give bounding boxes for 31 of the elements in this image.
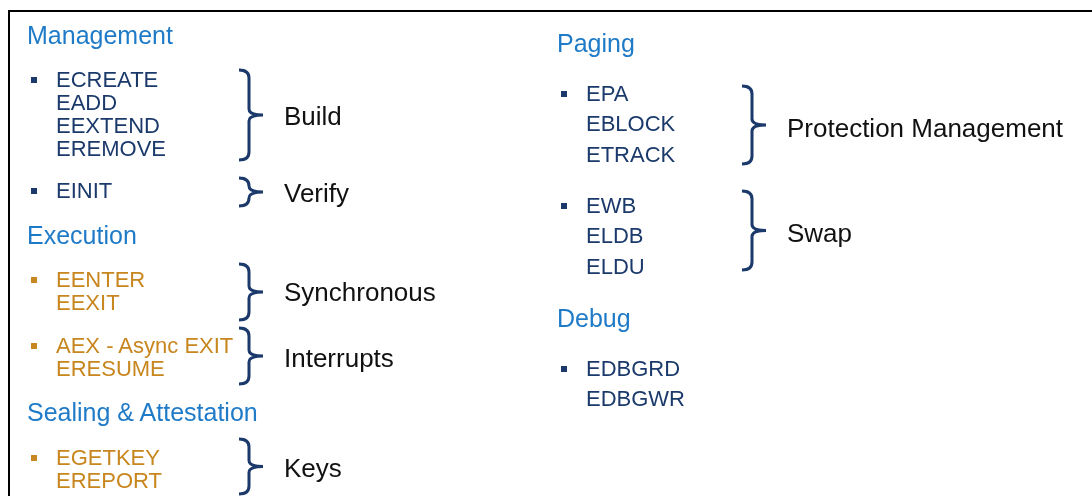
instruction-name: EEXTEND [56,114,160,139]
instruction-name: EINIT [56,179,113,204]
group-label: Protection Management [787,114,1064,143]
instruction-name: EDBGWR [586,387,685,412]
section-heading: Execution [27,222,137,250]
group-label: Keys [284,454,342,483]
instruction-name: EREPORT [56,469,162,494]
instruction-name: ERESUME [56,357,165,382]
section-heading: Debug [557,305,631,333]
group-label: Build [284,102,342,131]
group-label: Swap [787,219,853,248]
instruction-name: EREMOVE [56,137,167,162]
group-label: Synchronous [284,278,436,307]
section-heading: Sealing & Attestation [27,399,258,427]
instruction-name: EEXIT [56,291,120,316]
instruction-name: EDBGRD [586,357,681,382]
instruction-name: EPA [586,82,629,107]
instruction-name: ETRACK [586,143,676,168]
section-heading: Management [27,22,173,50]
instruction-name: AEX - Async EXIT [56,334,234,359]
instruction-name: EBLOCK [586,112,676,137]
instruction-name: ECREATE [56,68,159,93]
group-label: Interrupts [284,344,394,373]
instruction-name: ELDU [586,255,645,280]
section-heading: Paging [557,30,635,58]
instruction-name: EWB [586,194,637,219]
instruction-name: EENTER [56,268,146,293]
instruction-name: EADD [56,91,118,116]
group-label: Verify [284,179,350,208]
instruction-name: ELDB [586,224,644,249]
instruction-name: EGETKEY [56,446,160,471]
